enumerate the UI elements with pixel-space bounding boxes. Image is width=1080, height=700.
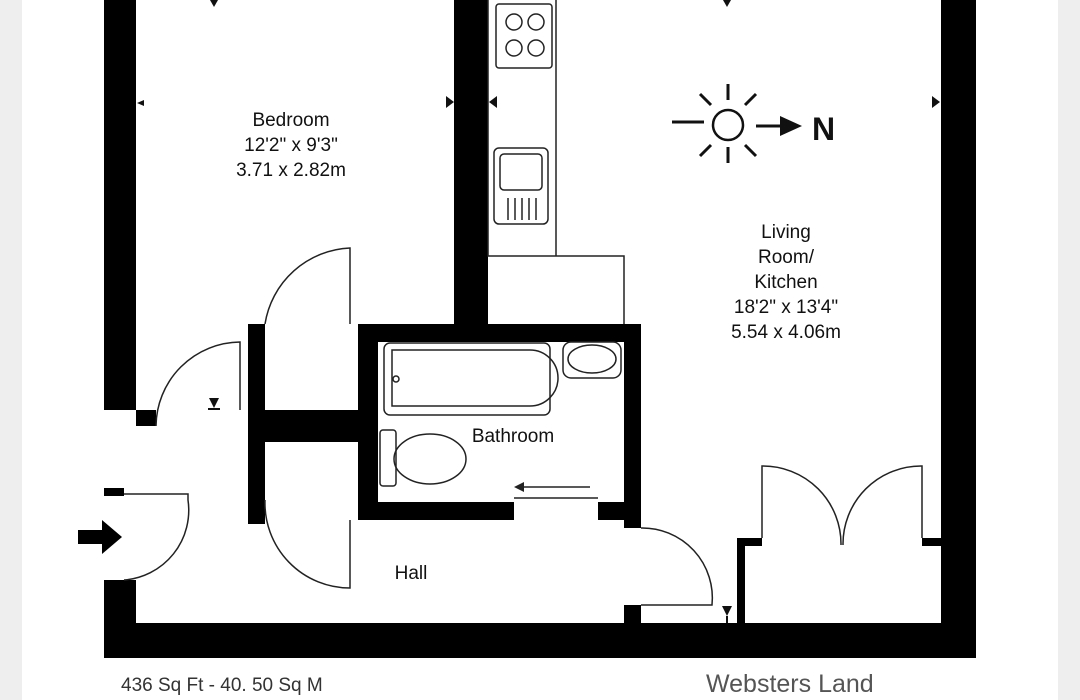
wall-bathroom-bottom-a xyxy=(358,502,514,520)
wall-living-stub-top xyxy=(737,538,762,546)
living-size-metric: 5.54 x 4.06m xyxy=(731,322,841,343)
bathroom-label: Bathroom xyxy=(472,424,554,449)
bedroom-size-imperial: 12'2" x 9'3" xyxy=(244,135,338,156)
bathroom-name: Bathroom xyxy=(471,426,555,447)
wall-bathroom-right xyxy=(624,324,641,528)
living-name-line3: Kitchen xyxy=(754,272,818,293)
front-door xyxy=(123,493,190,581)
wall-left-upper xyxy=(104,0,136,410)
wall-hall-bottom-stub xyxy=(624,605,641,623)
hall-label: Hall xyxy=(395,561,428,586)
bedroom-name: Bedroom xyxy=(252,110,330,131)
bathroom-fixtures xyxy=(379,341,622,487)
hob-ring-2 xyxy=(527,13,545,31)
kitchen-counter xyxy=(487,0,625,324)
toilet-bowl xyxy=(393,433,467,485)
hob-ring-3 xyxy=(505,39,523,57)
floorplan-page xyxy=(22,0,1058,700)
living-name-line1: Living xyxy=(761,222,811,243)
cupboard-door xyxy=(264,499,351,589)
agent-name: Websters Land xyxy=(706,670,874,698)
kitchen-sink-bowl xyxy=(499,153,543,191)
wall-cupboard-left xyxy=(248,324,265,524)
bathtub xyxy=(383,342,551,416)
hall-name: Hall xyxy=(394,563,428,584)
hob-ring-1 xyxy=(505,13,523,31)
north-arrow-icon xyxy=(780,116,802,136)
living-room-label: Living Room/ Kitchen 18'2" x 13'4" 5.54 … xyxy=(731,220,841,345)
doors xyxy=(123,247,923,606)
bedroom-size-metric: 3.71 x 2.82m xyxy=(236,160,346,181)
living-door-right xyxy=(842,465,923,546)
sliding-arrow-head xyxy=(514,482,524,492)
dimension-marks xyxy=(137,0,940,623)
outer-walls xyxy=(104,0,976,658)
toilet-cistern xyxy=(379,429,397,487)
wall-cupboard-divider xyxy=(248,410,378,442)
hall-door xyxy=(155,341,241,427)
bedroom-door xyxy=(264,247,351,325)
bathtub-inner xyxy=(391,349,559,407)
wall-living-stub-right xyxy=(922,538,941,546)
wall-bathroom-bottom-b xyxy=(598,502,641,520)
entrance-arrow-icon xyxy=(78,520,122,554)
bedroom-label: Bedroom 12'2" x 9'3" 3.71 x 2.82m xyxy=(236,108,346,183)
living-name-line2: Room/ xyxy=(758,247,814,268)
bathroom-door xyxy=(640,527,714,606)
wall-living-stub-left xyxy=(737,538,745,623)
wall-bathroom-top xyxy=(358,324,641,342)
compass-north-label: N xyxy=(812,111,835,147)
floor-area-text: 436 Sq Ft - 40. 50 Sq M xyxy=(121,675,323,696)
wall-left-jamb xyxy=(104,488,124,496)
basin-bowl xyxy=(567,344,617,374)
wall-hall-stub xyxy=(136,410,156,426)
wall-bedroom-living xyxy=(454,0,488,340)
hob xyxy=(495,3,553,69)
interior-walls xyxy=(136,0,941,623)
living-door-left xyxy=(761,465,842,546)
hob-ring-4 xyxy=(527,39,545,57)
basin xyxy=(562,341,622,379)
living-size-imperial: 18'2" x 13'4" xyxy=(733,297,839,318)
wall-bottom xyxy=(104,623,976,658)
compass-sun-icon xyxy=(672,84,786,163)
kitchen-sink xyxy=(493,147,549,225)
wall-right xyxy=(941,0,976,658)
